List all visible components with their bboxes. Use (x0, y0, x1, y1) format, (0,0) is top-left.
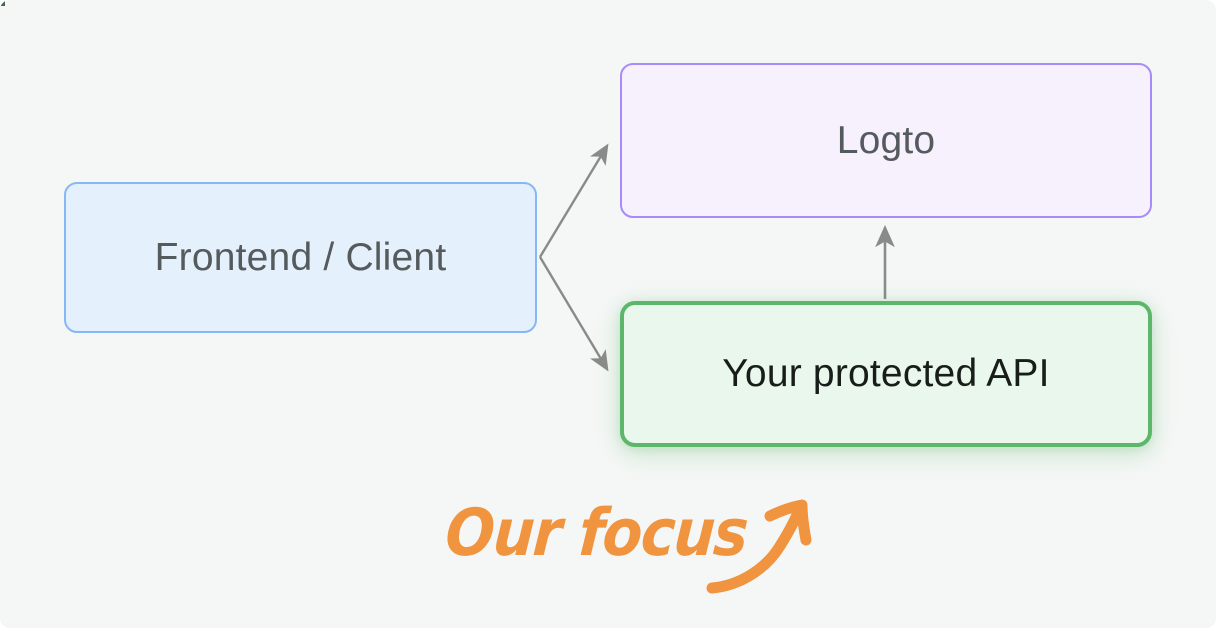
node-logto[interactable]: Logto (620, 63, 1152, 218)
edge-frontend-to-api (538, 256, 609, 372)
node-frontend-client[interactable]: Frontend / Client (64, 182, 537, 333)
focus-annotation: Our focus (440, 492, 820, 602)
edge-frontend-to-logto (538, 143, 609, 258)
node-protected-api[interactable]: Your protected API (620, 301, 1152, 447)
node-logto-label: Logto (836, 118, 936, 162)
node-protected-api-label: Your protected API (722, 352, 1050, 395)
focus-annotation-label: Our focus (443, 494, 750, 571)
node-frontend-client-label: Frontend / Client (154, 235, 447, 279)
corner-artifact (1, 1, 5, 6)
